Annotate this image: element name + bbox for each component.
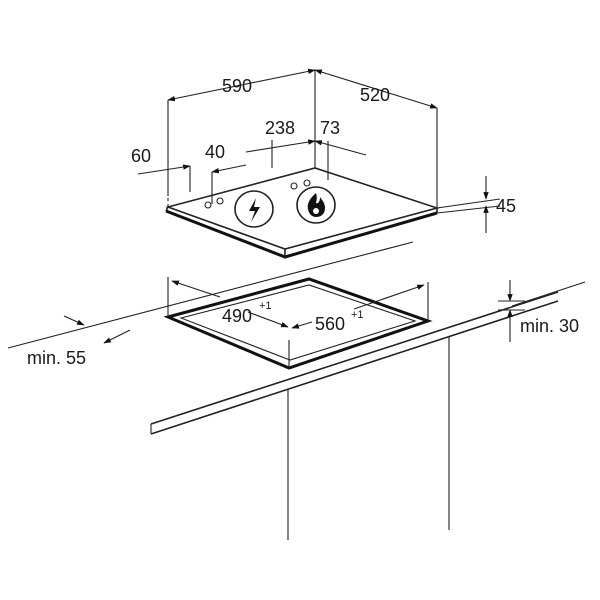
label-min-front: min. 55 [27,348,86,368]
worktop [7,241,586,540]
control-knob [303,179,311,187]
gas-flame-icon [296,186,336,224]
dim-line-cutout-width [291,321,313,329]
hob [165,167,440,259]
hob-dimensions [137,68,501,233]
hob-bottom-edge [165,209,438,259]
dim-line-control-offset [211,164,247,174]
label-left-offset: 60 [131,146,151,166]
cutout-dimensions [63,277,525,344]
dim-line-depth [314,69,438,109]
label-cutout-depth: 490 [222,306,252,326]
label-depth: 520 [360,85,390,105]
electric-symbol-icon [234,190,274,228]
label-control-right: 73 [320,118,340,138]
dim-line-cutout-depth [171,280,221,298]
label-control-width: 238 [265,118,295,138]
dim-line-control-right [314,140,367,156]
dim-line-min-front [63,315,85,326]
label-control-offset: 40 [205,142,225,162]
label-cutout-depth-tol: +1 [259,300,272,312]
label-height: 45 [496,196,516,216]
label-width: 590 [222,76,252,96]
label-cutout-width-tol: +1 [351,309,364,321]
dim-line-width [167,68,316,102]
dim-line-control-width [245,139,316,153]
label-cutout-width: 560 [315,314,345,334]
dim-line-left-offset [137,164,191,175]
label-min-top: min. 30 [520,316,579,336]
control-knob [290,182,298,190]
control-knob [204,201,212,209]
control-knob [216,197,224,205]
